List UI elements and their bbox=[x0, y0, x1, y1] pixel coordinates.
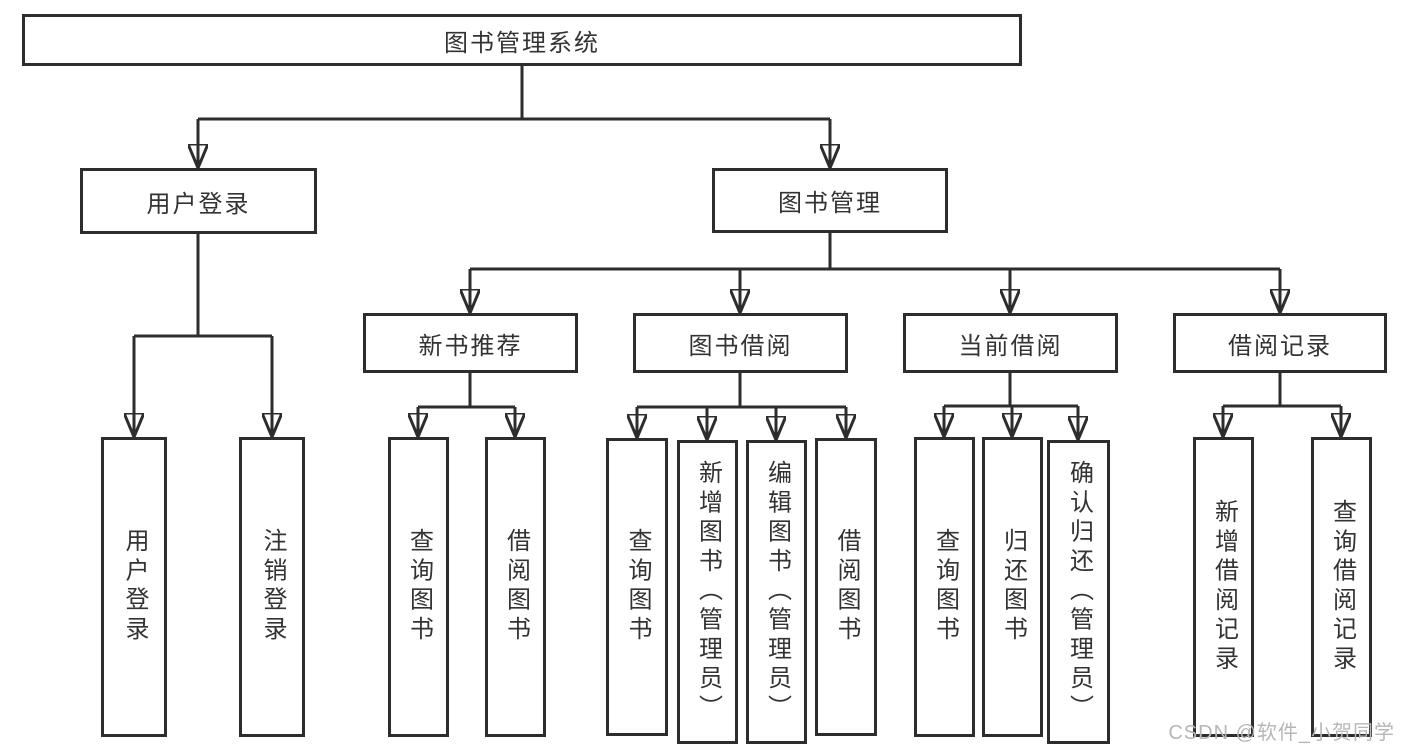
leaf-query-books-borrowing: 查询图书 bbox=[606, 438, 668, 736]
node-book-management: 图书管理 bbox=[712, 168, 948, 233]
csdn-watermark: CSDN @软件_小贺同学 bbox=[1168, 722, 1395, 744]
leaf-edit-books-admin: 编辑图书（管理员） bbox=[746, 440, 807, 744]
leaf-logout: 注销登录 bbox=[239, 437, 305, 737]
leaf-borrow-books-recommend: 借阅图书 bbox=[485, 437, 546, 737]
leaf-add-books-admin: 新增图书（管理员） bbox=[677, 440, 738, 744]
node-root-library-system: 图书管理系统 bbox=[22, 14, 1022, 66]
leaf-user-login: 用户登录 bbox=[101, 437, 167, 737]
leaf-borrow-books-borrowing: 借阅图书 bbox=[815, 438, 877, 736]
leaf-confirm-return-admin: 确认归还（管理员） bbox=[1047, 440, 1110, 744]
leaf-query-borrow-record: 查询借阅记录 bbox=[1311, 437, 1372, 737]
node-book-borrowing: 图书借阅 bbox=[633, 313, 848, 373]
node-user-login: 用户登录 bbox=[80, 168, 317, 234]
leaf-return-books: 归还图书 bbox=[982, 437, 1043, 737]
leaf-add-borrow-record: 新增借阅记录 bbox=[1193, 437, 1254, 737]
node-current-borrowing: 当前借阅 bbox=[903, 313, 1118, 373]
node-borrow-records: 借阅记录 bbox=[1173, 313, 1387, 373]
leaf-query-books-current: 查询图书 bbox=[914, 437, 975, 737]
leaf-query-books-recommend: 查询图书 bbox=[388, 437, 449, 737]
node-new-book-recommend: 新书推荐 bbox=[363, 313, 578, 373]
